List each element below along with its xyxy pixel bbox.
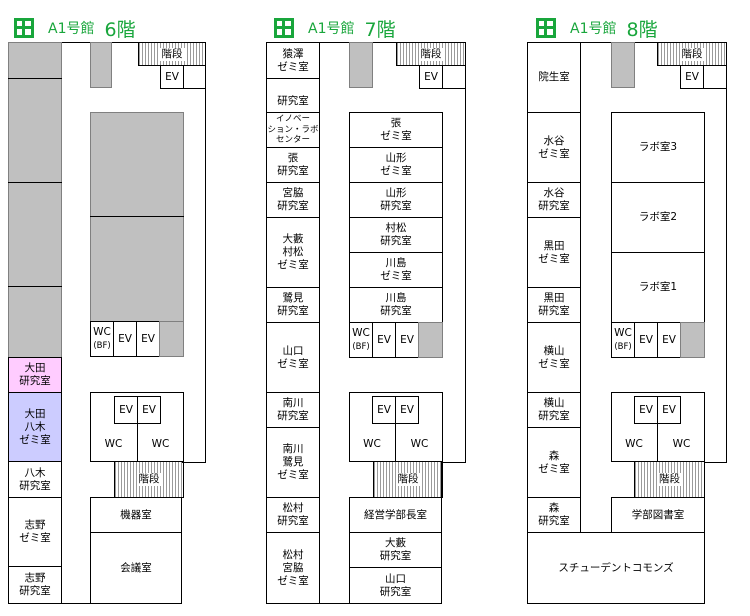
room-ota-lab: 大田 研究室 bbox=[8, 357, 62, 393]
ev-1: EV bbox=[372, 322, 396, 358]
shaft-top bbox=[90, 42, 112, 88]
room-oyabu-lab: 大藪 研究室 bbox=[349, 532, 442, 568]
room-oyabu-muramatsu-seminar: 大藪 村松 ゼミ室 bbox=[266, 217, 320, 288]
room-shino-seminar: 志野 ゼミ室 bbox=[8, 497, 62, 567]
room-dean-office: 経営学部長室 bbox=[349, 497, 442, 533]
room-miyawaki-lab: 宮脇 研究室 bbox=[266, 182, 320, 218]
room-mizutani-lab: 水谷 研究室 bbox=[527, 182, 581, 218]
wc-barrier-free: WC(BF) bbox=[90, 321, 114, 357]
room-yokoyama-seminar: 横山 ゼミ室 bbox=[527, 322, 581, 393]
room-ota-yagi-seminar: 大田 八木 ゼミ室 bbox=[8, 392, 62, 462]
room-matsumura-lab: 松村 研究室 bbox=[266, 497, 320, 533]
room-student-commons: スチューデントコモンズ bbox=[527, 532, 705, 604]
ev-top: EV bbox=[160, 65, 184, 89]
room-lab3: ラボ室3 bbox=[611, 112, 705, 183]
wc-2: WC bbox=[151, 437, 170, 450]
ev-1: EV bbox=[113, 321, 137, 357]
room-lab1: ラボ室1 bbox=[611, 252, 705, 323]
floor-title: 7階 bbox=[364, 18, 396, 41]
ev-3: EV bbox=[114, 396, 138, 424]
ev-top: EV bbox=[680, 65, 704, 89]
ev-4: EV bbox=[395, 396, 419, 424]
room-innovation-center: イノベー ション・ラボ センター bbox=[266, 112, 320, 148]
room-mizutani-seminar: 水谷 ゼミ室 bbox=[527, 112, 581, 183]
building-grid-icon bbox=[536, 18, 556, 38]
stairs-top: 階段 bbox=[138, 42, 206, 66]
wc-2: WC bbox=[672, 437, 691, 450]
room-yamagata-lab: 山形 研究室 bbox=[349, 182, 443, 218]
room-kuroda-lab: 黒田 研究室 bbox=[527, 287, 581, 323]
stairs-top: 階段 bbox=[396, 42, 466, 66]
stairs-mid: 階段 bbox=[634, 461, 705, 498]
wc-1: WC bbox=[625, 437, 643, 450]
room-yagi-lab: 八木 研究室 bbox=[8, 461, 62, 498]
stairs-mid: 階段 bbox=[114, 461, 184, 498]
ev-2: EV bbox=[136, 321, 160, 357]
floor8-header: A1号館 8階 bbox=[536, 14, 658, 42]
wc-1: WC bbox=[363, 437, 381, 450]
ev-2: EV bbox=[395, 322, 419, 358]
ev-top: EV bbox=[419, 65, 443, 89]
shaft-small bbox=[418, 322, 443, 358]
shaft-top bbox=[611, 42, 635, 88]
ev-3: EV bbox=[634, 396, 658, 424]
room-lab2: ラボ室2 bbox=[611, 182, 705, 253]
room-kawashima-seminar: 川島 ゼミ室 bbox=[349, 252, 443, 288]
room-matsumura-miyawaki-seminar: 松村 宮脇 ゼミ室 bbox=[266, 532, 320, 604]
room-equipment: 機器室 bbox=[90, 497, 182, 533]
room-sagimi-lab: 鷺見 研究室 bbox=[266, 287, 320, 323]
shaft-left bbox=[8, 42, 62, 358]
room-muramatsu-lab: 村松 研究室 bbox=[349, 217, 443, 253]
stairs-top: 階段 bbox=[657, 42, 727, 66]
room-saruwatari-seminar: 猿澤 ゼミ室 bbox=[266, 42, 320, 79]
ev-2: EV bbox=[657, 322, 681, 358]
ev-1: EV bbox=[634, 322, 658, 358]
ev-3: EV bbox=[372, 396, 396, 424]
wc-barrier-free: WC(BF) bbox=[611, 322, 635, 358]
room-faculty-library: 学部図書室 bbox=[611, 497, 705, 533]
building-name: A1号館 bbox=[308, 21, 355, 37]
room-minamikawa-sagimi-seminar: 南川 鷺見 ゼミ室 bbox=[266, 427, 320, 498]
room-kuroda-seminar: 黒田 ゼミ室 bbox=[527, 217, 581, 288]
ev-4: EV bbox=[657, 396, 681, 424]
room-mori-seminar: 森 ゼミ室 bbox=[527, 427, 581, 498]
stairs-mid: 階段 bbox=[373, 461, 443, 498]
floor6-header: A1号館 6階 bbox=[14, 14, 136, 42]
shaft-small bbox=[159, 321, 184, 357]
floor-title: 8階 bbox=[626, 18, 658, 41]
building-grid-icon bbox=[14, 18, 34, 38]
room-chang-lab: 張 研究室 bbox=[266, 147, 320, 183]
building-name: A1号館 bbox=[570, 21, 617, 37]
ev-4: EV bbox=[137, 396, 161, 424]
building-name: A1号館 bbox=[48, 21, 95, 37]
building-grid-icon bbox=[274, 18, 294, 38]
room-yamaguchi-seminar: 山口 ゼミ室 bbox=[266, 322, 320, 393]
atrium-block bbox=[90, 112, 184, 322]
floor-title: 6階 bbox=[104, 18, 136, 41]
shaft-top bbox=[349, 42, 373, 88]
shaft-small bbox=[680, 322, 705, 358]
floor7-header: A1号館 7階 bbox=[274, 14, 396, 42]
room-minamikawa-lab: 南川 研究室 bbox=[266, 392, 320, 428]
room-yamagata-seminar: 山形 ゼミ室 bbox=[349, 147, 443, 183]
room-graduate: 院生室 bbox=[527, 42, 581, 113]
room-chang-seminar: 張 ゼミ室 bbox=[349, 112, 443, 148]
room-meeting: 会議室 bbox=[90, 532, 182, 604]
wc-2: WC bbox=[410, 437, 429, 450]
room-mori-lab: 森 研究室 bbox=[527, 497, 581, 533]
room-kawashima-lab: 川島 研究室 bbox=[349, 287, 443, 323]
room-shino-lab: 志野 研究室 bbox=[8, 566, 62, 604]
room-lab: 研究室 bbox=[266, 78, 320, 113]
room-yamaguchi-lab: 山口 研究室 bbox=[349, 567, 442, 604]
room-yokoyama-lab: 横山 研究室 bbox=[527, 392, 581, 428]
wc-1: WC bbox=[104, 437, 123, 450]
wc-barrier-free: WC(BF) bbox=[349, 322, 373, 358]
